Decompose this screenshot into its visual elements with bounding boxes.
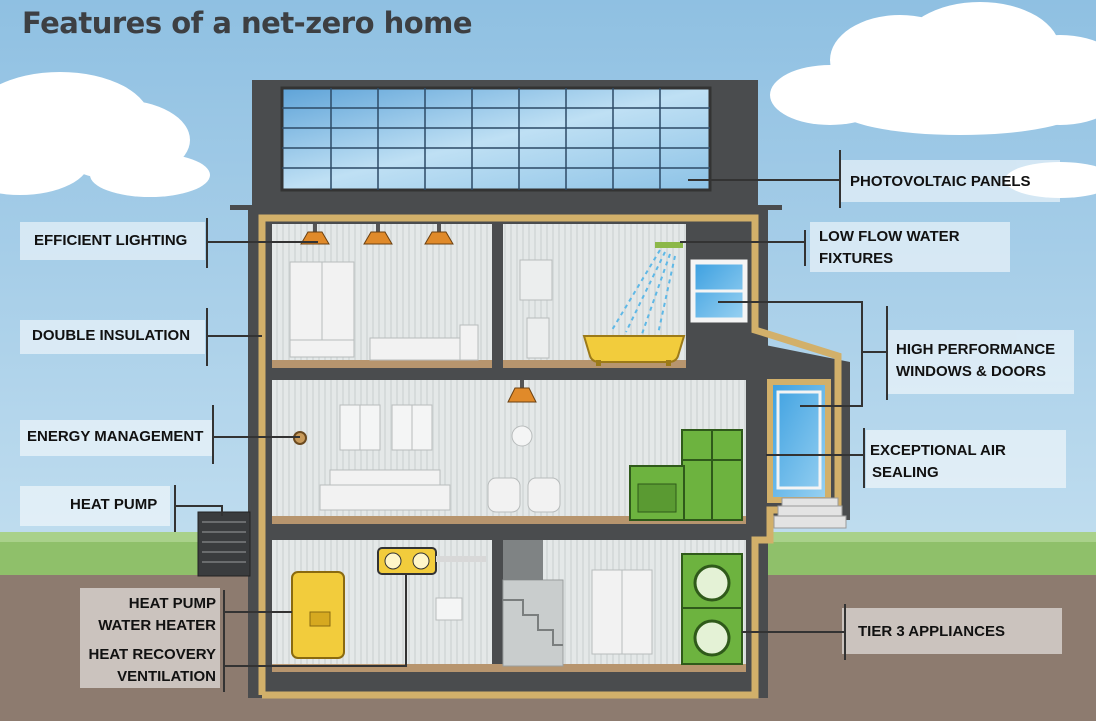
hrv-unit [377,547,486,575]
cloud-left [0,72,210,197]
ceiling-light-2 [363,224,393,245]
label-high-performance-windows-doors: HIGH PERFORMANCE WINDOWS & DOORS [896,339,1055,383]
label-line: SEALING [872,464,939,481]
solar-panels [280,86,712,192]
washer-dryer [681,553,743,665]
basement-window [435,597,463,621]
stove-appliance [629,465,685,521]
ceiling-light-3 [424,224,454,245]
label-line: HEAT RECOVERY [88,646,216,663]
label-line: WATER HEATER [98,617,216,634]
callout-lines [174,150,888,692]
bathroom-window-frame [519,259,553,359]
sofa [319,469,451,511]
shower-spray [611,249,676,335]
label-line: HIGH PERFORMANCE [896,341,1056,358]
bathtub [582,335,686,366]
label-line: LOW FLOW WATER [819,228,960,245]
entry-door [767,379,831,503]
label-heat-recovery-ventilation: HEAT RECOVERY VENTILATION [80,644,216,688]
basement-cabinet [591,569,653,655]
staircase [502,579,564,667]
front-steps [773,497,847,529]
cloud-right [770,2,1096,135]
label-exceptional-air-sealing: EXCEPTIONAL AIR SEALING [870,440,1006,484]
living-windows [339,404,433,451]
fridge-appliance [681,429,743,521]
label-line: VENTILATION [117,668,216,685]
dining-chairs [487,477,561,513]
label-heat-pump: HEAT PUMP [70,496,158,513]
label-efficient-lighting: EFFICIENT LIGHTING [34,232,188,249]
label-double-insulation: DOUBLE INSULATION [32,327,191,344]
label-tier-3-appliances: TIER 3 APPLIANCES [858,623,1005,640]
bed [369,324,479,361]
heat-pump-unit [197,511,251,577]
label-photovoltaic-panels: PHOTOVOLTAIC PANELS [850,173,1031,190]
water-heater [291,571,345,659]
ceiling-light-4 [507,380,537,403]
label-line: FIXTURES [819,250,894,267]
label-line: HEAT PUMP [128,595,216,612]
label-line: WINDOWS & DOORS [896,363,1046,380]
label-energy-management: ENERGY MANAGEMENT [27,428,204,445]
wardrobe [289,261,355,358]
label-heat-pump-water-heater: HEAT PUMP WATER HEATER [84,593,216,637]
label-line: EXCEPTIONAL AIR [870,442,1006,459]
label-low-flow-water-fixtures: LOW FLOW WATER FIXTURES [819,226,960,270]
upper-window [690,259,748,323]
page-title: Features of a net-zero home [22,6,473,40]
wall-clock [511,425,533,447]
